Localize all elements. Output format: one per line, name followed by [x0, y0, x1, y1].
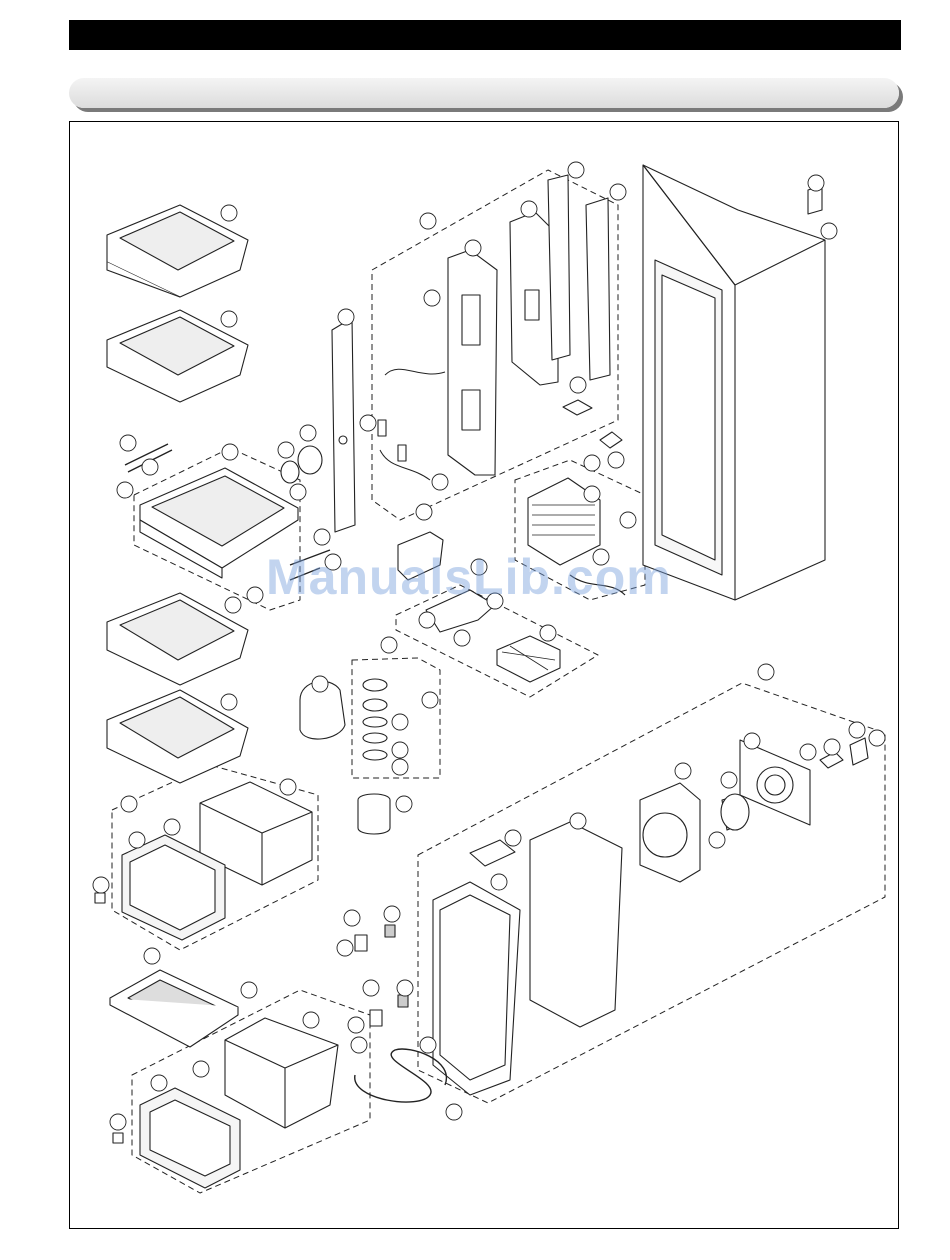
watermark: ManualsLib.com	[266, 548, 672, 606]
fan-shroud	[470, 740, 810, 882]
lower-drawer	[113, 1018, 338, 1188]
dispenser-motor	[300, 679, 390, 834]
air-duct-back	[433, 822, 622, 1095]
control-housing-panel	[378, 250, 497, 480]
cabinet	[643, 165, 825, 600]
glass-cover-tray	[110, 970, 238, 1047]
